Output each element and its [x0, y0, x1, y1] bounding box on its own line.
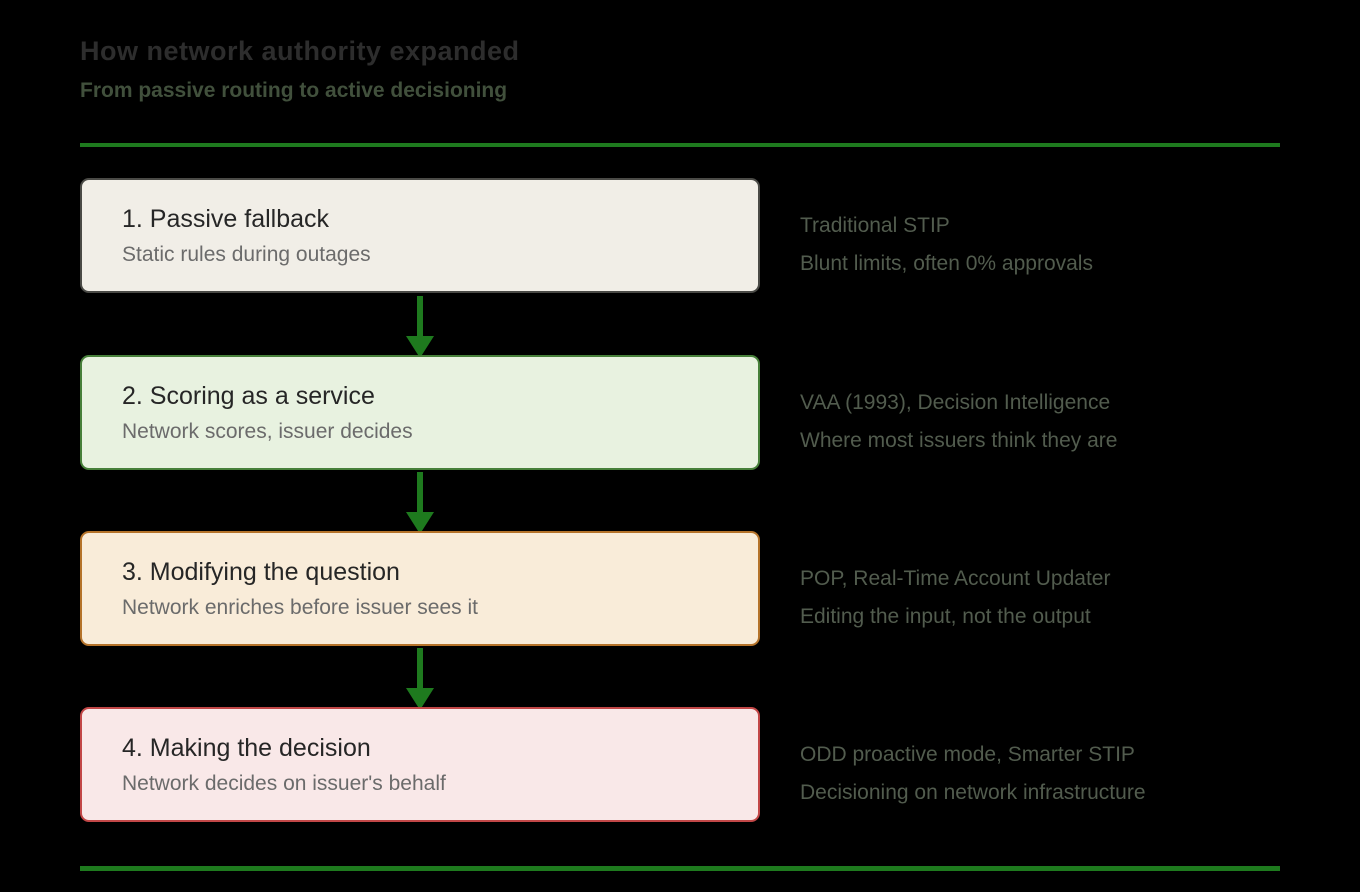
stage-title: 2. Scoring as a service — [122, 381, 375, 410]
note-line: Blunt limits, often 0% approvals — [800, 252, 1093, 275]
note-line: ODD proactive mode, Smarter STIP — [800, 743, 1135, 766]
bottom-divider — [80, 866, 1280, 871]
stage-note-scoring-service: VAA (1993), Decision Intelligence Where … — [800, 391, 1320, 453]
page-subtitle: From passive routing to active decisioni… — [80, 79, 508, 102]
note-line: VAA (1993), Decision Intelligence — [800, 391, 1111, 414]
arrow-head — [406, 512, 434, 534]
stage-subtitle: Static rules during outages — [122, 242, 371, 266]
note-line: Decisioning on network infrastructure — [800, 781, 1146, 804]
stage-box-scoring-service: 2. Scoring as a service Network scores, … — [80, 355, 760, 470]
stage-title: 4. Making the decision — [122, 733, 371, 762]
stage-subtitle: Network scores, issuer decides — [122, 419, 413, 443]
note-line: POP, Real-Time Account Updater — [800, 567, 1111, 590]
stage-title: 1. Passive fallback — [122, 204, 330, 233]
arrow-head — [406, 688, 434, 710]
stage-note-modifying-question: POP, Real-Time Account Updater Editing t… — [800, 567, 1320, 629]
down-arrow-icon — [406, 296, 434, 358]
stage-subtitle: Network decides on issuer's behalf — [122, 771, 446, 795]
stage-box-passive-fallback: 1. Passive fallback Static rules during … — [80, 178, 760, 293]
arrow-head — [406, 336, 434, 358]
note-line: Traditional STIP — [800, 214, 950, 237]
down-arrow-icon — [406, 648, 434, 710]
arrow-stem — [417, 296, 423, 336]
note-line: Where most issuers think they are — [800, 429, 1118, 452]
stage-title: 3. Modifying the question — [122, 557, 400, 586]
note-line: Editing the input, not the output — [800, 605, 1091, 628]
down-arrow-icon — [406, 472, 434, 534]
arrow-stem — [417, 648, 423, 688]
stage-box-modifying-question: 3. Modifying the question Network enrich… — [80, 531, 760, 646]
arrow-stem — [417, 472, 423, 512]
stage-box-making-decision: 4. Making the decision Network decides o… — [80, 707, 760, 822]
page-title: How network authority expanded — [80, 36, 520, 66]
top-divider — [80, 143, 1280, 147]
stage-subtitle: Network enriches before issuer sees it — [122, 595, 478, 619]
stage-note-making-decision: ODD proactive mode, Smarter STIP Decisio… — [800, 743, 1320, 805]
stage-note-passive-fallback: Traditional STIP Blunt limits, often 0% … — [800, 214, 1320, 276]
